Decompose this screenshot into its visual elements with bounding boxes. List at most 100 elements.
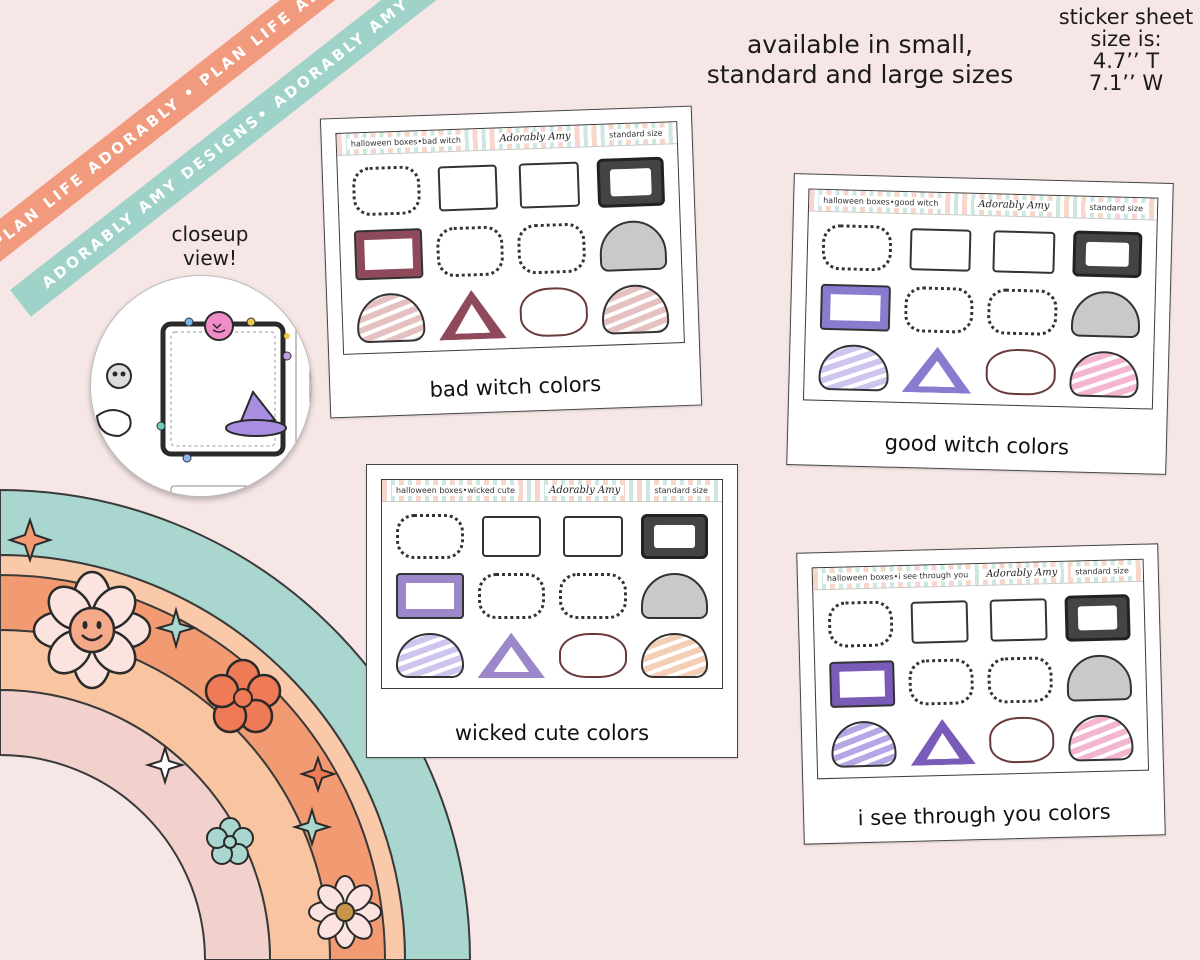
- sheet-title: halloween boxes•bad witch: [346, 134, 466, 150]
- sticker-color-frame: [392, 569, 468, 622]
- sticker-witch-hat: [637, 629, 713, 682]
- sticker-shape: [559, 632, 627, 678]
- sticker-shape: [818, 343, 889, 392]
- sticker-bead-frame: [474, 569, 550, 622]
- sticker-color-frame: [816, 280, 895, 336]
- daisy-icon: [308, 875, 382, 949]
- sticker-bead-frame: [899, 282, 978, 338]
- sticker-shape: [908, 658, 975, 706]
- sticker-bead-frame: [904, 654, 978, 710]
- sticker-witch-hat: [827, 716, 901, 772]
- sticker-shape: [1066, 654, 1133, 702]
- sticker-pumpkin: [515, 282, 592, 342]
- sticker-ghost-frame: [555, 569, 631, 622]
- sticker-ghost-frame: [983, 652, 1057, 708]
- sticker-sheet: halloween boxes•wicked cute Adorably Amy…: [381, 479, 723, 689]
- sticker-shape: [640, 514, 708, 560]
- sticker-shape: [477, 632, 545, 678]
- sticker-shape: [1067, 714, 1134, 762]
- size-line-2: size is:: [1090, 27, 1162, 51]
- sparkle-icon: [144, 744, 186, 786]
- skull-icon: [106, 363, 132, 389]
- sticker-tv-frame: [1068, 226, 1147, 282]
- sticker-shape: [827, 600, 894, 648]
- sticker-tv-frame: [637, 510, 713, 563]
- smiley-flower-icon: [32, 570, 152, 690]
- sticker-shape: [518, 286, 589, 338]
- sticker-potion-box: [981, 592, 1055, 648]
- sticker-color-frame: [825, 656, 899, 712]
- closeup-illustration: [91, 311, 311, 496]
- sticker-shape: [1070, 290, 1141, 339]
- sticker-pumpkin: [555, 629, 631, 682]
- sticker-sheet: halloween boxes•bad witch Adorably Amy s…: [335, 121, 685, 355]
- sticker-shape: [353, 228, 423, 281]
- sticker-shape: [600, 283, 670, 335]
- sheet-title: halloween boxes•good witch: [819, 194, 943, 209]
- sticker-potion-box: [510, 155, 587, 215]
- sticker-ghost-frame: [513, 219, 590, 279]
- sticker-shape: [1064, 594, 1131, 642]
- sticker-shape: [640, 632, 708, 678]
- sheet-header: halloween boxes•wicked cute Adorably Amy…: [382, 480, 722, 502]
- sticker-shape: [903, 286, 974, 334]
- sticker-pumpkin: [985, 712, 1059, 768]
- sticker-shape: [829, 660, 896, 708]
- sticker-shape: [910, 718, 976, 766]
- sheet-caption: i see through you colors: [857, 799, 1111, 831]
- sticker-shape: [910, 600, 969, 644]
- sheet-size-label: standard size: [650, 485, 712, 496]
- sticker-wreath-frame: [823, 596, 897, 652]
- sticker-shape: [989, 598, 1048, 642]
- sheet-size-info: sticker sheet size is: 4.7’’ T 7.1’’ W: [1052, 6, 1200, 94]
- sticker-shape: [640, 573, 708, 619]
- sparkle-icon: [291, 806, 333, 848]
- sticker-shape: [437, 164, 499, 212]
- sticker-shape: [1071, 230, 1143, 279]
- sticker-shape: [988, 716, 1055, 764]
- sticker-square-frame: [474, 510, 550, 563]
- sticker-witch-hat: [392, 629, 468, 682]
- sheet-title: halloween boxes•wicked cute: [392, 485, 519, 496]
- sticker-shape: [987, 656, 1054, 704]
- sticker-shape: [830, 720, 897, 768]
- sheet-card-good-witch: halloween boxes•good witch Adorably Amy …: [786, 173, 1174, 475]
- size-line-4: 7.1’’ W: [1088, 71, 1164, 95]
- closeup-line-1: closeup: [171, 222, 249, 246]
- availability-note: available in small, standard and large s…: [690, 30, 1030, 90]
- sheet-caption: bad witch colors: [429, 371, 602, 402]
- ghost-icon: [95, 409, 132, 438]
- sticker-shape: [356, 291, 426, 344]
- sticker-shape: [481, 516, 541, 558]
- sticker-tv-frame: [592, 152, 669, 212]
- sticker-grid: [813, 584, 1148, 779]
- sticker-shape: [992, 230, 1055, 274]
- brand-logo: Adorably Amy: [495, 130, 575, 145]
- sheet-caption: wicked cute colors: [454, 721, 650, 745]
- sticker-shape: [598, 219, 668, 272]
- sticker-shape: [396, 573, 464, 619]
- sticker-shape: [396, 514, 464, 560]
- sticker-shape: [351, 165, 421, 217]
- sticker-square-frame: [901, 222, 980, 278]
- sticker-tv-frame: [1060, 590, 1134, 646]
- sticker-potion-box: [984, 224, 1063, 280]
- sticker-potion-bottle: [906, 714, 980, 770]
- sheet-size-label: standard size: [604, 127, 667, 141]
- availability-line-2: standard and large sizes: [706, 60, 1014, 89]
- sticker-grid: [804, 213, 1157, 408]
- sticker-witch-hat: [814, 340, 893, 396]
- sticker-shape: [435, 225, 505, 278]
- sparkle-icon: [298, 754, 338, 794]
- sticker-square-frame: [902, 594, 976, 650]
- sticker-shape: [1068, 350, 1140, 399]
- sparkle-icon: [154, 606, 198, 650]
- sticker-witch-hat: [1065, 346, 1144, 402]
- closeup-label: closeup view!: [140, 222, 280, 270]
- sticker-shape: [516, 222, 586, 275]
- sticker-shape: [821, 223, 893, 272]
- sticker-shape: [908, 228, 972, 272]
- sticker-shape: [986, 288, 1058, 336]
- availability-line-1: available in small,: [746, 30, 974, 59]
- sticker-sheet: halloween boxes•i see through you Adorab…: [811, 558, 1150, 780]
